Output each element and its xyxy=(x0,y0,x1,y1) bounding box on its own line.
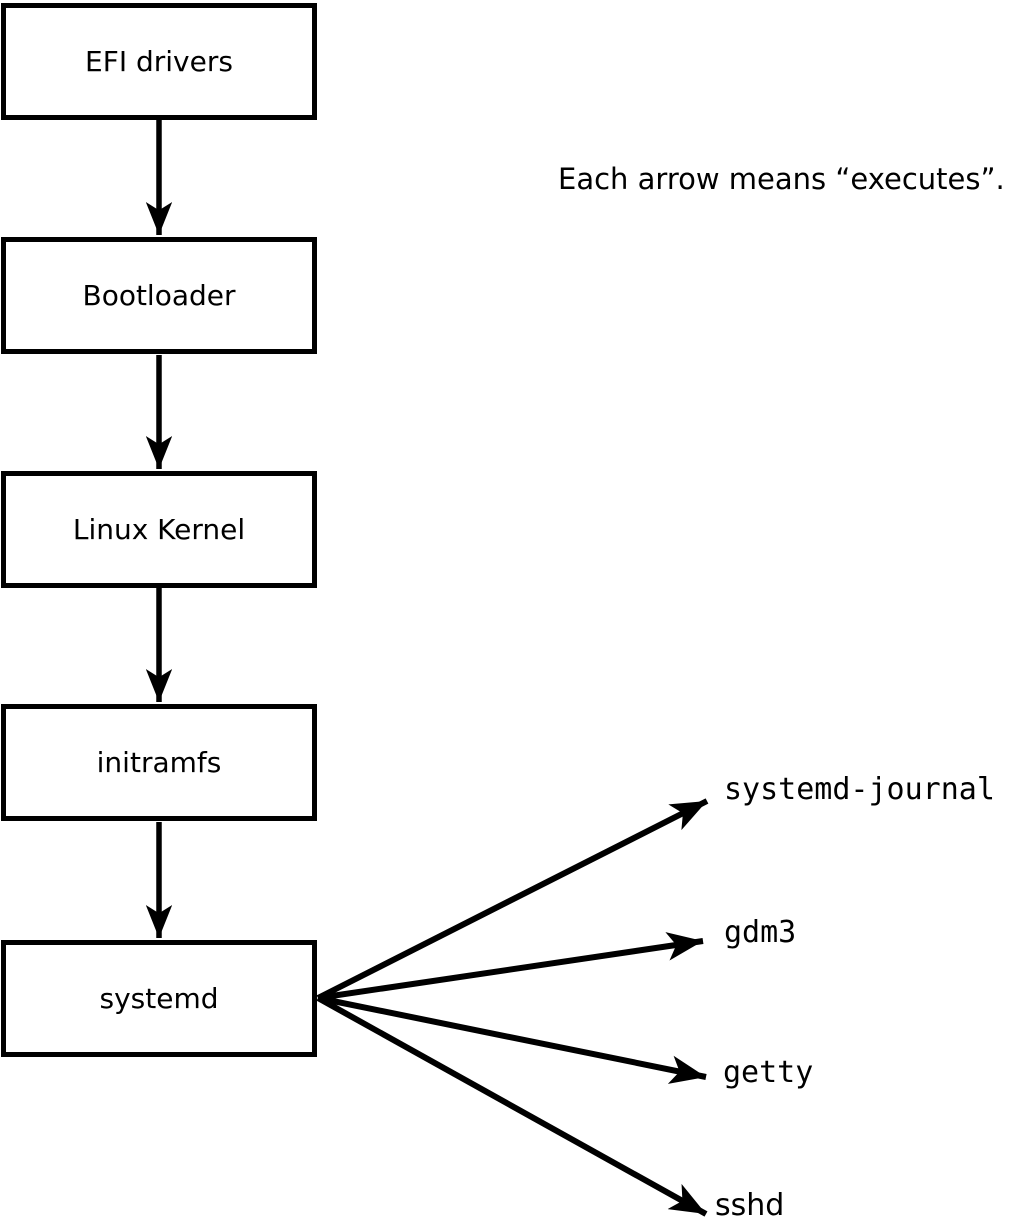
node-initramfs-label: initramfs xyxy=(96,745,222,779)
node-initramfs: initramfs xyxy=(1,704,317,821)
node-bootloader: Bootloader xyxy=(1,237,317,354)
node-linux-kernel: Linux Kernel xyxy=(1,471,317,588)
node-linux-kernel-label: Linux Kernel xyxy=(72,512,246,546)
node-systemd-journal: systemd-journal xyxy=(724,772,995,807)
node-sshd: sshd xyxy=(715,1188,785,1223)
node-systemd-label: systemd xyxy=(99,981,219,1015)
node-efi-drivers: EFI drivers xyxy=(1,3,317,120)
node-getty: getty xyxy=(723,1055,814,1090)
arrow-systemd-to-gdm3 xyxy=(317,932,704,1001)
arrow-systemd-to-systemd-journal xyxy=(316,798,709,1001)
arrow-systemd-to-getty xyxy=(317,995,707,1084)
node-efi-drivers-label: EFI drivers xyxy=(85,44,233,78)
arrow-systemd-to-sshd xyxy=(316,995,708,1217)
node-bootloader-label: Bootloader xyxy=(82,278,236,312)
node-systemd: systemd xyxy=(1,940,317,1057)
node-gdm3: gdm3 xyxy=(724,915,797,950)
legend-note: Each arrow means “executes”. xyxy=(558,162,1005,196)
